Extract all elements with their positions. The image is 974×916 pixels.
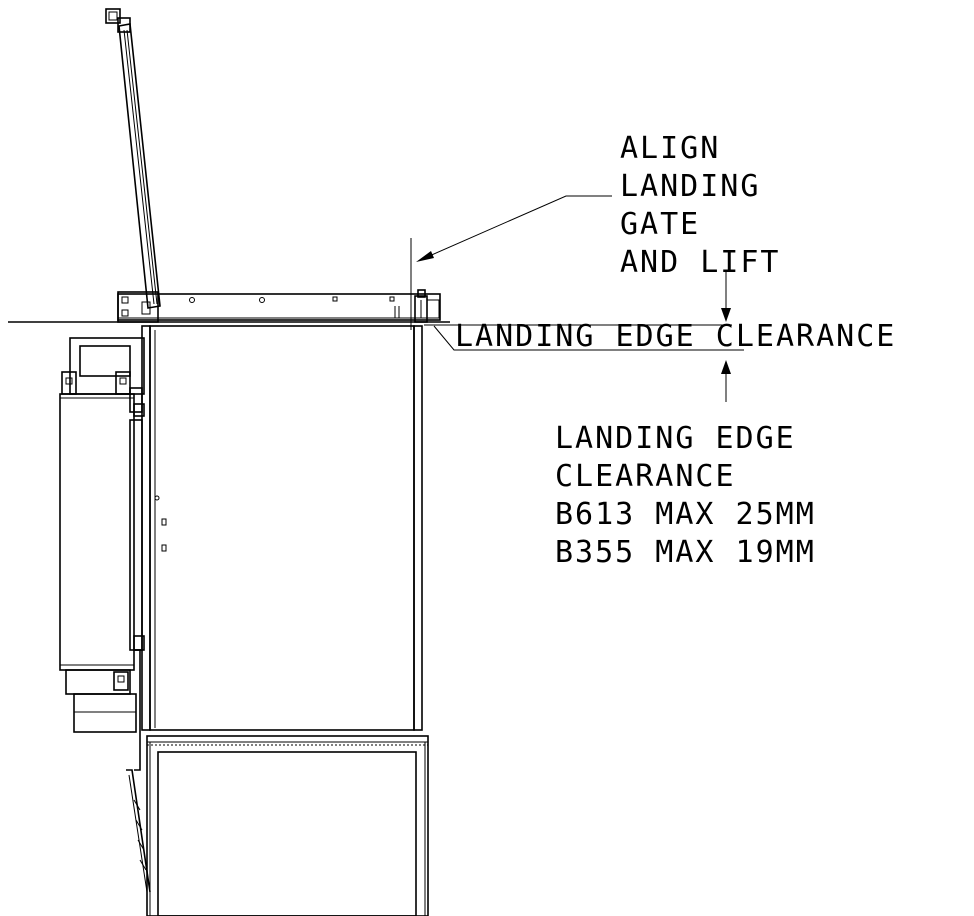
edge-label-leader [433, 325, 744, 351]
lift-platform [141, 325, 423, 731]
align-note: ALIGN LANDING GATE AND LIFT [620, 131, 781, 280]
lift-base [146, 735, 429, 916]
landing-rail [117, 293, 441, 321]
clearance-spec-line-3: B613 MAX 25MM [555, 497, 816, 532]
gate-latch [414, 289, 440, 323]
align-leader-arrow [416, 195, 612, 262]
drive-unit [59, 337, 151, 893]
clearance-spec-note: LANDING EDGE CLEARANCE B613 MAX 25MM B35… [555, 421, 816, 570]
align-note-line-4: AND LIFT [620, 245, 781, 280]
align-note-line-1: ALIGN [620, 131, 720, 166]
align-note-line-2: LANDING [620, 169, 760, 204]
clearance-spec-line-1: LANDING EDGE [555, 421, 796, 456]
clearance-dimension [424, 272, 732, 402]
clearance-spec-line-4: B355 MAX 19MM [555, 535, 816, 570]
landing-edge-clearance-label: LANDING EDGE CLEARANCE [455, 319, 896, 354]
align-note-line-3: GATE [620, 207, 700, 242]
landing-gate-arm [105, 8, 161, 309]
clearance-spec-line-2: CLEARANCE [555, 459, 736, 494]
